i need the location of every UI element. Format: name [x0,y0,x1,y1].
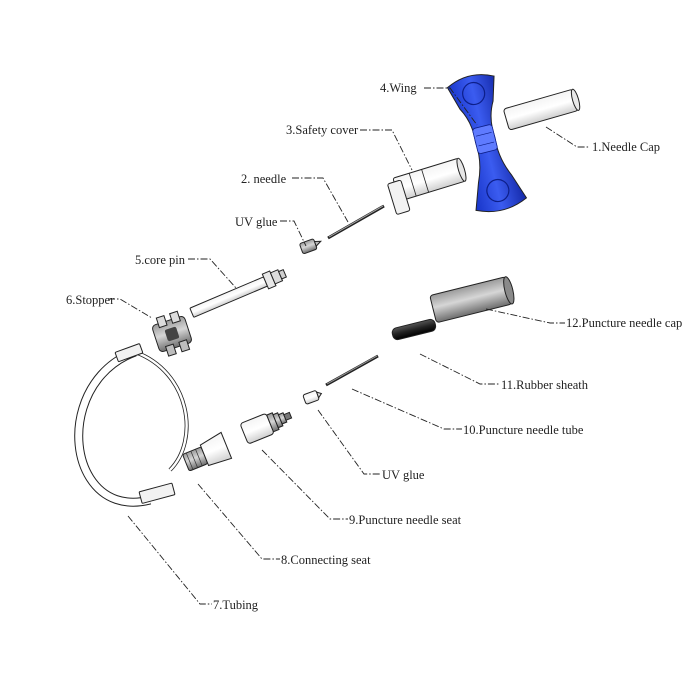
label-stopper: 6.Stopper [66,293,115,307]
label-tubing: 7.Tubing [213,598,259,612]
leader-needle [292,177,349,223]
rubber-sheath-part [391,318,437,341]
leader-needle-cap [545,126,590,148]
leader-uv-glue-bottom [317,409,380,475]
label-needle-cap: 1.Needle Cap [592,140,660,154]
leader-stopper [108,298,153,319]
wing-part [446,74,528,213]
uv-glue-bottom-part [302,390,323,405]
leader-puncture-needle-tube [351,388,462,430]
leader-puncture-needle-cap [485,308,565,324]
label-needle: 2. needle [241,172,287,186]
label-connecting-seat: 8.Connecting seat [281,553,371,567]
leader-wing [424,87,478,126]
label-puncture-needle-tube: 10.Puncture needle tube [463,423,584,437]
stopper-part [152,310,192,357]
leader-puncture-needle-seat [261,449,348,520]
label-uv-glue-top: UV glue [235,215,278,229]
needle-part [327,204,385,240]
safety-cover-part [387,157,467,215]
connecting-seat-part [182,431,233,472]
leader-tubing [127,515,212,605]
label-puncture-needle-cap: 12.Puncture needle cap [566,316,682,330]
puncture-needle-seat-part [240,411,293,444]
label-puncture-needle-seat: 9.Puncture needle seat [349,513,462,527]
needle-cap-part [503,88,581,131]
label-rubber-sheath: 11.Rubber sheath [501,378,589,392]
label-safety-cover: 3.Safety cover [286,123,359,137]
leader-connecting-seat [197,483,280,560]
core-pin-part [189,268,288,318]
leader-rubber-sheath [419,353,500,385]
label-uv-glue-bottom: UV glue [382,468,425,482]
leader-uv-glue-top [280,220,307,247]
tubing-part [74,343,189,507]
label-wing: 4.Wing [380,81,417,95]
puncture-needle-tube-part [325,354,379,387]
leader-safety-cover [360,129,413,171]
label-core-pin: 5.core pin [135,253,186,267]
puncture-needle-cap-part [429,276,515,323]
leader-lines [108,87,590,605]
labels: 1.Needle Cap 4.Wing 3.Safety cover 2. ne… [66,81,682,612]
leader-core-pin [188,258,237,289]
